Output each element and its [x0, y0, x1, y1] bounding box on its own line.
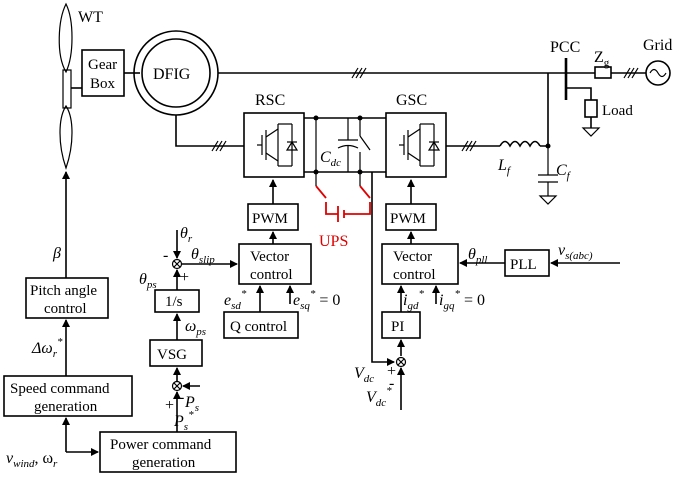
- pwm-left-label: PWM: [252, 211, 288, 227]
- pcc-label: PCC: [550, 39, 580, 56]
- ups-branch: [315, 118, 371, 222]
- minus-vdc: -: [389, 375, 394, 392]
- speed-command-block: [3, 375, 133, 417]
- vc-right-2: control: [393, 267, 436, 283]
- cdc-label: Cdc: [320, 149, 341, 169]
- wt-label: WT: [78, 9, 103, 26]
- ps-star-label: Ps*: [173, 409, 194, 433]
- vector-control-right: [381, 243, 459, 285]
- plus-p: +: [165, 397, 174, 414]
- delta-omega-label: Δωr*: [31, 336, 63, 360]
- vc-right-1: Vector: [393, 249, 432, 265]
- pitch-label-2: control: [44, 301, 87, 317]
- speed-label-2: generation: [34, 399, 98, 415]
- three-phase-mark: [351, 67, 367, 79]
- vector-control-left: [238, 243, 312, 285]
- dc-link-capacitor: [337, 118, 371, 172]
- speed-label-1: Speed command: [10, 381, 110, 397]
- load-block: [584, 99, 598, 118]
- theta-ps-label: θps: [139, 271, 157, 291]
- vc-left-2: control: [250, 267, 293, 283]
- integrator-label: 1/s: [165, 294, 183, 310]
- grid-label: Grid: [643, 37, 672, 54]
- lf-label: Lf: [497, 157, 512, 177]
- gearbox-block: Gear Box: [81, 49, 125, 97]
- pi-label: PI: [391, 319, 404, 335]
- minus-theta: -: [163, 247, 168, 264]
- esq-label: esq* = 0: [293, 288, 340, 312]
- ups-label: UPS: [319, 233, 348, 250]
- rsc-converter: [243, 112, 305, 178]
- vwind-label: vwind, ωr: [6, 450, 58, 470]
- dfig-label: DFIG: [153, 66, 191, 83]
- vs-label: vs(abc): [558, 242, 593, 262]
- power-label-2: generation: [132, 455, 196, 471]
- filter-capacitor: [538, 146, 558, 205]
- vdc-star-label: Vdc*: [366, 385, 392, 409]
- gsc-label: GSC: [396, 92, 427, 109]
- theta-r-label: θr: [180, 225, 193, 245]
- plus-vdc: +: [387, 363, 396, 380]
- vsg-label: VSG: [157, 347, 187, 363]
- gearbox-label-2: Box: [90, 76, 116, 92]
- zg-label: Zg: [594, 49, 610, 69]
- power-command-block: [99, 431, 237, 473]
- pitch-control-block: [25, 277, 109, 319]
- pll-label: PLL: [510, 257, 537, 273]
- dfig-machine: DFIG: [133, 30, 219, 116]
- ps-label: Ps: [184, 394, 199, 414]
- minus-p: -: [179, 389, 184, 406]
- theta-slip-label: θslip: [191, 246, 215, 266]
- beta-label: β: [52, 245, 61, 262]
- q-control-label: Q control: [230, 319, 287, 335]
- pitch-label-1: Pitch angle: [30, 283, 97, 299]
- cf-label: Cf: [556, 162, 572, 182]
- igd-label: igd*: [403, 288, 424, 312]
- theta-pll-label: θpll: [468, 246, 487, 266]
- pwm-right-label: PWM: [390, 211, 426, 227]
- filter-inductor: [499, 140, 541, 148]
- vdc-label: Vdc: [354, 365, 374, 385]
- plus-theta: +: [180, 269, 189, 286]
- power-label-1: Power command: [110, 437, 212, 453]
- esd-label: esd*: [224, 288, 247, 312]
- omega-ps-label: ωps: [185, 318, 206, 338]
- rsc-label: RSC: [255, 92, 285, 109]
- grid-source: [645, 60, 671, 86]
- wind-turbine: [58, 2, 73, 170]
- gsc-converter: [385, 112, 447, 178]
- load-label: Load: [602, 103, 633, 119]
- vc-left-1: Vector: [250, 249, 289, 265]
- igq-label: igq* = 0: [439, 288, 485, 312]
- gearbox-label-1: Gear: [88, 57, 117, 73]
